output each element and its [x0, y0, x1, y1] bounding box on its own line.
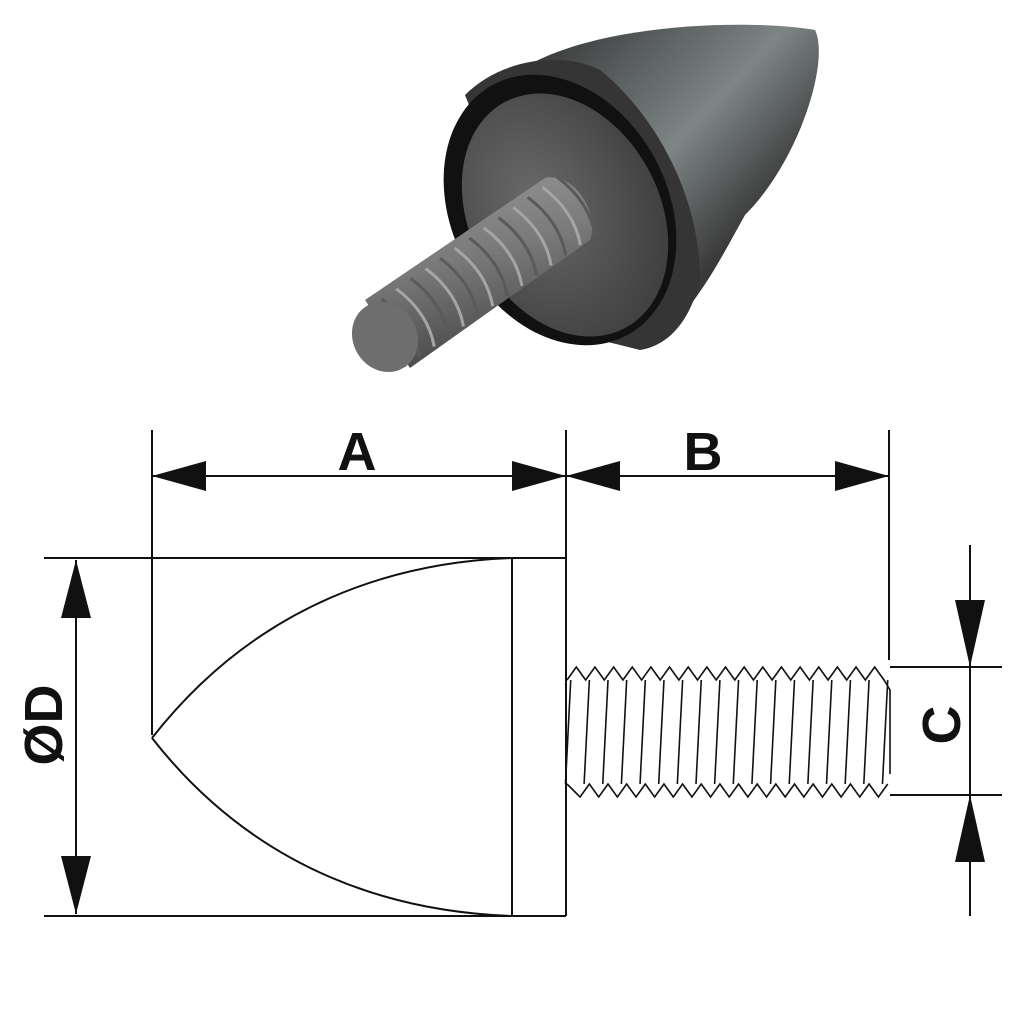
- thread-root-bottom: [566, 782, 889, 799]
- bolt-thread-ridge: [424, 267, 465, 327]
- product-render: [351, 24, 819, 373]
- bolt-thread-ridge: [541, 185, 582, 246]
- thread-line: [564, 679, 572, 785]
- bolt-thread-ridge: [439, 257, 480, 317]
- dimension-d: ØD: [14, 560, 91, 914]
- bolt-thread-ridge: [409, 277, 451, 337]
- arrowhead-d-top: [61, 560, 91, 618]
- bolt-thread-ridge: [512, 206, 553, 266]
- dimension-b-label: B: [684, 422, 723, 482]
- dimension-c-label: C: [912, 706, 972, 745]
- bolt-thread-ridge: [497, 216, 539, 276]
- thread-line: [676, 679, 684, 785]
- thread-line: [732, 679, 740, 785]
- dimension-c: C: [890, 545, 1002, 916]
- arrowhead-b-left: [566, 461, 620, 491]
- bolt-thread-ridge: [395, 287, 436, 347]
- thread-line: [863, 679, 870, 785]
- thread-line: [639, 679, 647, 785]
- arrowhead-b-right: [835, 461, 889, 491]
- thread-line: [807, 679, 814, 785]
- bolt-threads: [366, 175, 597, 368]
- bolt-thread-ridge: [556, 175, 597, 236]
- arrowhead-a-right: [512, 461, 566, 491]
- thread-line: [695, 679, 703, 785]
- thread-line: [825, 679, 833, 785]
- thread-line: [620, 679, 628, 785]
- dimension-a-b: A B: [151, 422, 890, 735]
- thread-line: [583, 679, 591, 785]
- bolt-thread-ridge: [483, 226, 524, 287]
- bolt-thread-ridge: [453, 246, 495, 307]
- thread-drawing: [564, 665, 891, 799]
- bolt-end: [351, 301, 419, 373]
- dimension-d-label: ØD: [14, 685, 74, 766]
- thread-line: [713, 679, 721, 785]
- thread-line: [844, 679, 852, 785]
- thread-line: [769, 679, 777, 785]
- arrowhead-a-left: [152, 461, 206, 491]
- arrowhead-c-bottom: [955, 795, 985, 862]
- bolt-thread-ridge: [468, 236, 509, 297]
- thread-line: [657, 679, 665, 785]
- thread-line: [601, 679, 609, 785]
- bolt-thread-ridge: [526, 196, 568, 256]
- dimension-a-label: A: [338, 422, 377, 482]
- cone-profile-bottom: [151, 737, 513, 917]
- body-outline: [44, 557, 567, 917]
- cone-profile-top: [151, 557, 513, 739]
- arrowhead-c-top: [955, 600, 985, 667]
- arrowhead-d-bottom: [61, 856, 91, 914]
- thread-crest-top: [566, 665, 891, 774]
- thread-line: [788, 679, 796, 785]
- thread-line: [751, 679, 758, 785]
- thread-line: [881, 679, 889, 785]
